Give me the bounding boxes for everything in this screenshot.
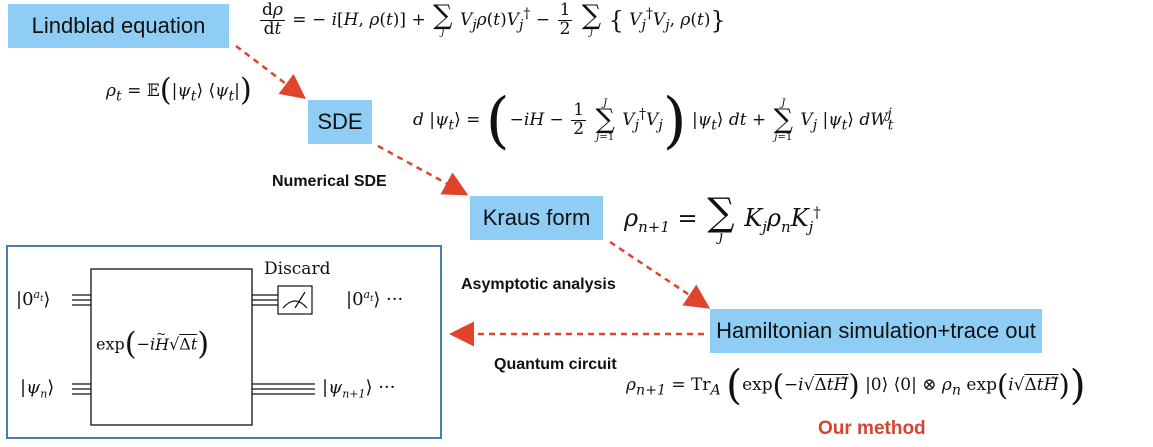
arrow-sde-to-kraus (377, 144, 469, 196)
circuit-discard-label: Discard (264, 259, 331, 279)
circuit-in-top: |0at⟩ (16, 288, 51, 310)
hamiltonian-box: Hamiltonian simulation+trace out (710, 309, 1042, 353)
circuit-gate (90, 268, 253, 426)
circuit-in-bottom: |ψn⟩ (20, 377, 55, 401)
asymptotic-analysis-label: Asymptotic analysis (461, 276, 616, 293)
trace-equation: ρn+1 = TrA (exp(−i√ΔtH̃) |0⟩ ⟨0| ⊗ ρn ex… (626, 361, 1086, 409)
circuit-out-top: |0at⟩ ··· (346, 288, 404, 310)
measurement-icon (277, 285, 313, 315)
sde-box: SDE (308, 100, 372, 144)
our-method-label: Our method (818, 418, 926, 439)
circuit-gate-label: exp(−iH~√Δt) (96, 326, 210, 362)
arrow-kraus-to-hamiltonian (609, 240, 711, 309)
circuit-frame (6, 245, 442, 439)
quantum-circuit-label: Quantum circuit (494, 356, 617, 373)
rho-t-equation: ρt = 𝔼(|ψt⟩ ⟨ψt|) (106, 73, 252, 108)
arrow-lindblad-to-sde (235, 45, 306, 100)
circuit-out-bottom: |ψn+1⟩ ··· (322, 377, 396, 401)
kraus-equation: ρn+1 = ∑j KjρnKj† (624, 190, 821, 245)
lindblad-box: Lindblad equation (8, 4, 229, 48)
numerical-sde-label: Numerical SDE (272, 173, 387, 190)
kraus-box: Kraus form (470, 196, 603, 240)
